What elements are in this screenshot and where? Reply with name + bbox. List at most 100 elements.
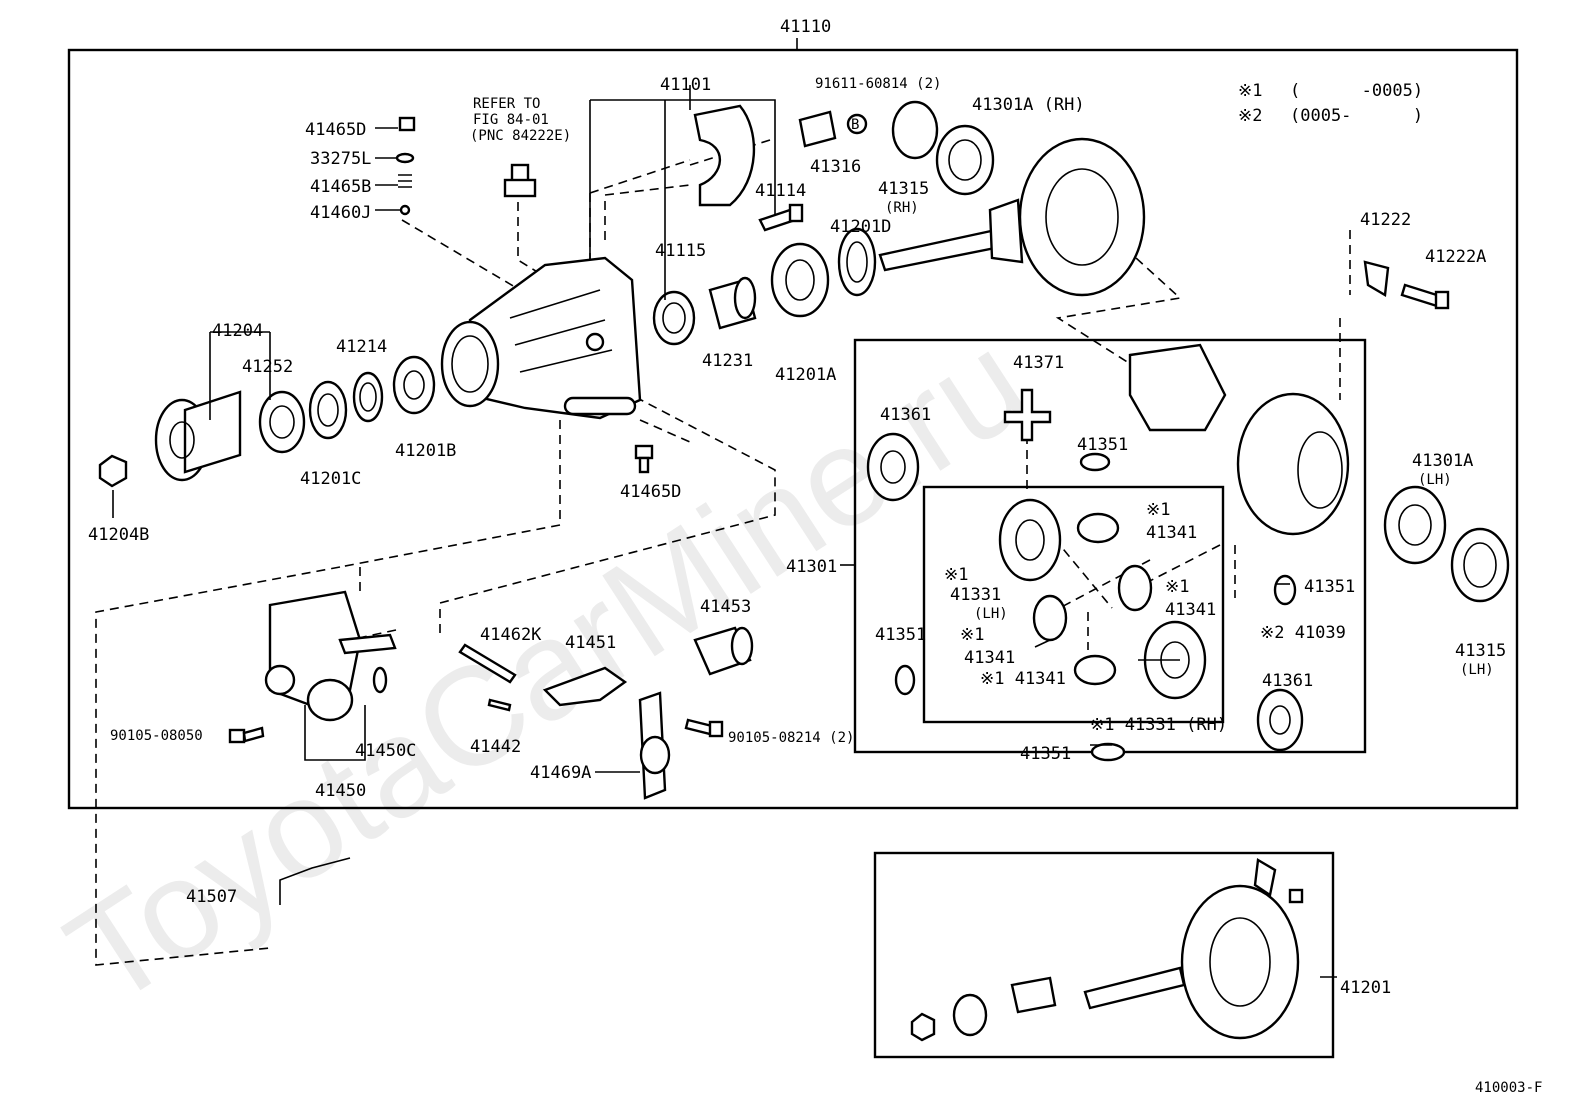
circle-b-label: B xyxy=(851,117,859,133)
label-x2-41039: ※2 41039 xyxy=(1260,623,1346,643)
label-41442: 41442 xyxy=(470,737,521,757)
label-x1-a: ※1 xyxy=(1146,500,1170,520)
sleeve-41453 xyxy=(693,626,754,676)
bearing-41301A-lh xyxy=(1383,485,1447,565)
hose-41507 xyxy=(279,857,351,905)
washer-41351-left xyxy=(894,664,916,696)
washer-41351-top xyxy=(1079,452,1111,472)
label-41371: 41371 xyxy=(1013,353,1064,373)
label-41115: 41115 xyxy=(655,241,706,261)
label-41462K: 41462K xyxy=(480,625,542,645)
bolt-41222A xyxy=(1400,283,1450,310)
bolt-41465D-bottom xyxy=(634,444,654,474)
label-41201B: 41201B xyxy=(395,441,456,461)
fork-41451 xyxy=(542,666,628,707)
label-41507: 41507 xyxy=(186,887,237,907)
circle-b-marker: B xyxy=(846,113,868,135)
label-41450C: 41450C xyxy=(355,741,416,761)
label-33275L: 33275L xyxy=(310,149,371,169)
label-41252: 41252 xyxy=(242,357,293,377)
label-41315-lh: 41315 xyxy=(1455,641,1506,661)
label-x1-b: ※1 xyxy=(944,565,968,585)
bearing-41201C xyxy=(308,380,348,440)
label-41361-a: 41361 xyxy=(880,405,931,425)
label-91611-60814: 91611-60814 (2) xyxy=(815,76,941,92)
gear-kit-inner-frame xyxy=(922,485,1225,724)
label-lh-paren-b: (LH) xyxy=(974,606,1008,622)
label-41316: 41316 xyxy=(810,157,861,177)
bearing-41315-lh xyxy=(1450,527,1510,603)
label-90105-08050: 90105-08050 xyxy=(110,728,203,744)
washer-41361-bottom xyxy=(1256,688,1304,752)
lever-41469A xyxy=(638,691,671,800)
side-gear-41331-lh xyxy=(998,498,1062,582)
bearing-41201B xyxy=(392,355,436,415)
label-41351-b: 41351 xyxy=(1304,577,1355,597)
label-41214: 41214 xyxy=(336,337,387,357)
bracket-41316 xyxy=(798,110,837,148)
nut-41204B xyxy=(98,454,128,488)
label-41465D-top: 41465D xyxy=(305,120,366,140)
refer-note-line2: FIG 84-01 xyxy=(473,112,549,128)
label-41201C: 41201C xyxy=(300,469,361,489)
bearing-cap xyxy=(693,104,756,207)
label-x1-41341: ※1 41341 xyxy=(980,669,1066,689)
label-41204B: 41204B xyxy=(88,525,149,545)
bolt-90105-08214 xyxy=(684,718,724,738)
spacer-41231 xyxy=(708,276,757,330)
ring-gear-pinion xyxy=(878,137,1146,297)
label-41351-a: 41351 xyxy=(1077,435,1128,455)
label-90105-08214: 90105-08214 (2) xyxy=(728,730,854,746)
assembly-41110-frame xyxy=(67,48,1519,810)
washer-41214 xyxy=(352,371,384,423)
legend: ※1 ( -0005) ※2 (0005- ) xyxy=(1238,81,1423,126)
label-41450: 41450 xyxy=(315,781,366,801)
bearing-41301A-rh xyxy=(891,100,995,196)
label-41201: 41201 xyxy=(1340,978,1391,998)
label-41301A-rh: 41301A (RH) xyxy=(972,95,1085,115)
label-41460J: 41460J xyxy=(310,203,371,223)
label-41341-a: 41341 xyxy=(1146,523,1197,543)
cross-shaft-41371 xyxy=(1003,388,1052,442)
washer-41201D xyxy=(837,227,877,297)
label-41101: 41101 xyxy=(660,75,711,95)
washer-41361-top xyxy=(866,432,920,502)
carrier-housing xyxy=(440,256,642,420)
washer-41351-bottom xyxy=(1090,742,1126,762)
label-41451: 41451 xyxy=(565,633,616,653)
legend-note1-mark: ※1 xyxy=(1238,81,1262,101)
figure-code: 410003-F xyxy=(1475,1080,1542,1096)
label-41469A: 41469A xyxy=(530,763,591,783)
actuator-41450 xyxy=(264,590,397,722)
seal-41115 xyxy=(652,290,696,346)
refer-note-line1: REFER TO xyxy=(473,96,540,112)
pinion-gears-41341 xyxy=(1032,512,1153,686)
breather-plug xyxy=(503,163,537,198)
part-labels: 41110 41101 91611-60814 (2) 41301A (RH) … xyxy=(88,17,1542,1096)
pin-41462K xyxy=(458,643,517,684)
label-41301A-lh: 41301A xyxy=(1412,451,1473,471)
label-41341-b: 41341 xyxy=(1165,600,1216,620)
bolt-41114 xyxy=(758,203,804,232)
bolt-90105-08050 xyxy=(228,726,265,744)
label-41465B: 41465B xyxy=(310,177,371,197)
flange-41204 xyxy=(154,390,242,482)
ring-pinion-41201-frame xyxy=(873,851,1335,1059)
label-41222: 41222 xyxy=(1360,210,1411,230)
label-x1-d: ※1 xyxy=(960,625,984,645)
label-41201D: 41201D xyxy=(830,217,891,237)
washer-41351-right xyxy=(1273,574,1297,606)
label-lh-paren: (LH) xyxy=(1418,472,1452,488)
legend-note2-mark: ※2 xyxy=(1238,106,1262,126)
legend-note2-range: (0005- ) xyxy=(1290,106,1423,126)
label-41231: 41231 xyxy=(702,351,753,371)
label-41201A: 41201A xyxy=(775,365,836,385)
label-41351-c: 41351 xyxy=(875,625,926,645)
label-x1-41331-rh: ※1 41331 (RH) xyxy=(1090,715,1227,735)
label-lh-paren-c: (LH) xyxy=(1460,662,1494,678)
label-41331-lh: 41331 xyxy=(950,585,1001,605)
stacked-small-parts xyxy=(395,116,416,216)
refer-note: REFER TO FIG 84-01 (PNC 84222E) xyxy=(470,96,571,144)
legend-note1-range: ( -0005) xyxy=(1290,81,1423,101)
